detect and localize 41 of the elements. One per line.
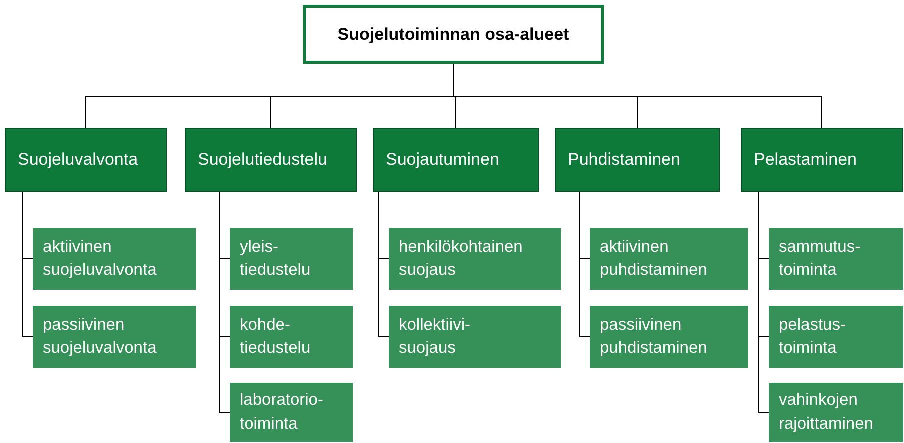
title-box (303, 5, 604, 64)
node-label: yleis- tiedustelu (240, 236, 312, 281)
subcategory-box (230, 228, 353, 290)
node-label: aktiivinen suojeluvalvonta (43, 236, 158, 281)
node-label: Suojelutoiminnan osa-alueet (338, 24, 570, 44)
connector-line (220, 192, 230, 413)
category-box (373, 128, 539, 192)
node-label: aktiivinen puhdistaminen (600, 236, 708, 281)
connector-line (580, 192, 590, 338)
category-box (741, 128, 903, 192)
node-label: passiivinen suojeluvalvonta (43, 314, 158, 359)
subcategory-box (769, 306, 903, 368)
node-label: pelastus- toiminta (779, 314, 847, 359)
category-box (555, 128, 720, 192)
subcategory-box (230, 306, 353, 368)
subcategory-box (590, 306, 748, 368)
connector-line (758, 192, 770, 413)
node-label: passiivinen puhdistaminen (600, 314, 708, 359)
subcategory-box (769, 383, 903, 442)
node-label: laboratorio- toiminta (240, 390, 324, 434)
category-box (5, 128, 167, 192)
subcategory-box (389, 306, 561, 368)
subcategory-box (33, 306, 196, 368)
node-label: Pelastaminen (754, 150, 858, 170)
subcategory-box (230, 383, 353, 442)
connector-line (22, 192, 34, 338)
subcategory-box (769, 228, 903, 290)
node-label: Suojeluvalvonta (18, 150, 138, 170)
node-label: kohde- tiedustelu (240, 314, 312, 359)
node-label: Suojautuminen (386, 150, 500, 170)
subcategory-box (389, 228, 561, 290)
subcategory-box (33, 228, 196, 290)
node-label: vahinkojen rajoittaminen (779, 390, 874, 434)
node-label: Suojelutiedustelu (198, 150, 328, 170)
subcategory-box (590, 228, 748, 290)
node-label: Puhdistaminen (568, 150, 680, 170)
node-label: henkilökohtainen suojaus (399, 236, 524, 281)
connector-line (378, 192, 390, 338)
node-label: sammutus- toiminta (779, 236, 862, 281)
node-label: kollektiivi- suojaus (399, 314, 472, 359)
category-box (185, 128, 357, 192)
